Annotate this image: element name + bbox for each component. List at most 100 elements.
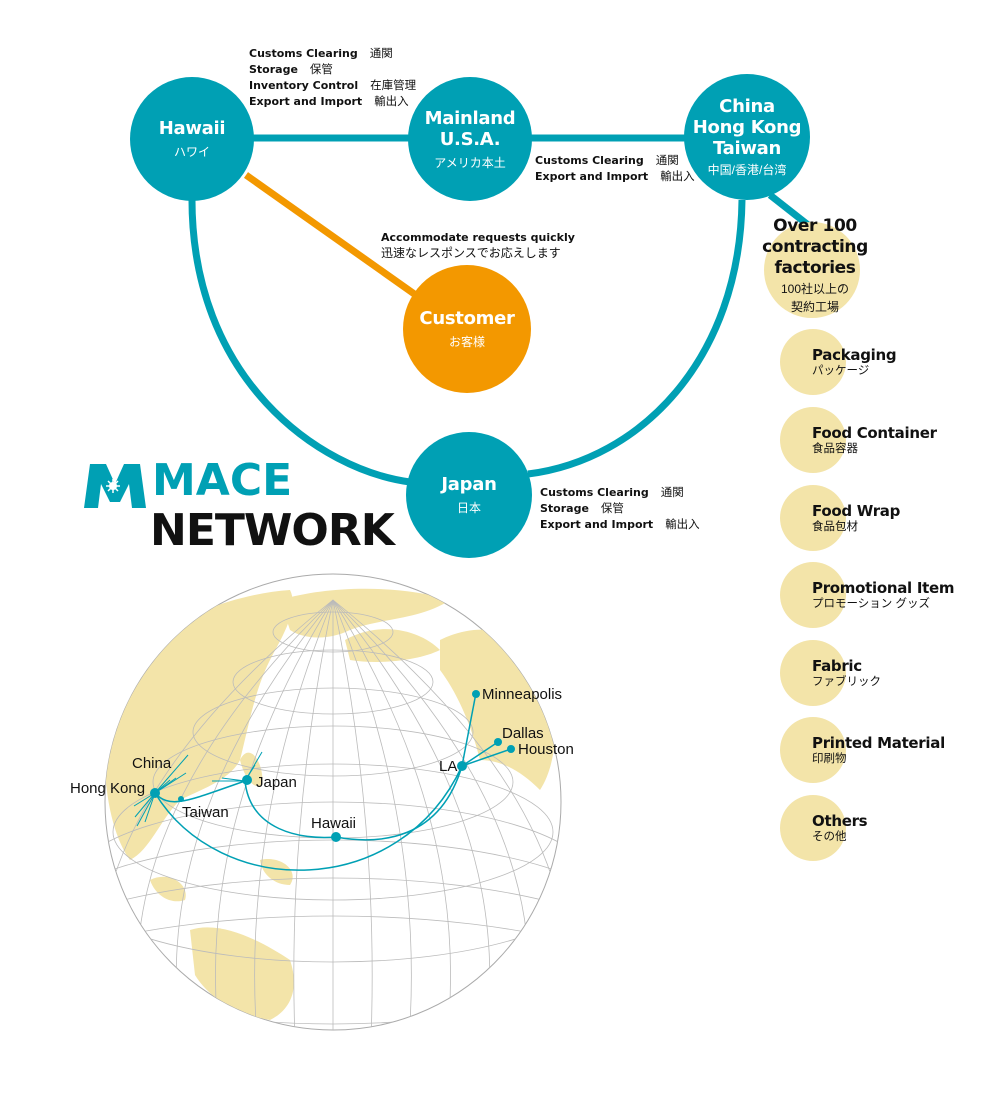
marker-taiwan (178, 796, 184, 802)
customer-note: Accommodate requests quickly 迅速なレスポンスでお応… (381, 230, 575, 261)
marker-hong-kong (150, 788, 160, 798)
hub-hawaii-name: Hawaii (158, 118, 226, 139)
hub-customer: Customer お客様 (403, 265, 531, 393)
category-circle (780, 795, 846, 861)
label-la: LA (439, 758, 457, 775)
hub-customer-jp: お客様 (448, 335, 485, 349)
label-china: China (132, 755, 172, 772)
hub-mainland-name-2: U.S.A. (439, 128, 501, 150)
category-packaging: Packaging パッケージ (812, 346, 897, 377)
link-hawaii-japan (188, 194, 411, 486)
logo-brand: MACE (152, 455, 293, 506)
marker-japan (242, 775, 252, 785)
label-hawaii: Hawaii (311, 815, 356, 832)
hub-mainland-usa: Mainland U.S.A. アメリカ本土 (408, 77, 532, 201)
land-new-guinea (260, 859, 293, 885)
marker-la (457, 761, 467, 771)
route-hk-japan (154, 780, 246, 803)
meridian-line (332, 599, 451, 1030)
land-asia (105, 590, 293, 860)
parallel-line (112, 763, 554, 901)
label-taiwan: Taiwan (182, 804, 229, 821)
customer-note-en: Accommodate requests quickly (381, 231, 575, 244)
link-hawaii-customer (243, 172, 423, 301)
hub-customer-name: Customer (419, 308, 515, 329)
landmasses (105, 588, 556, 1020)
route-la-dallas (461, 741, 499, 767)
meridian-line (254, 599, 334, 1030)
route-hk-la (154, 765, 463, 871)
label-dallas: Dallas (502, 725, 544, 742)
land-indonesia (150, 876, 186, 902)
marker-hawaii (331, 832, 341, 842)
route-japan-hawaii-la (244, 765, 463, 841)
parallel-line (152, 725, 514, 839)
japan-spokes (212, 751, 263, 782)
hub-asia-name-3: Taiwan (712, 138, 782, 159)
factories-line-3: factories (774, 258, 856, 278)
category-food-wrap: Food Wrap 食品包材 (812, 502, 901, 533)
parallel-line (192, 687, 474, 777)
hub-china-hk-taiwan: China Hong Kong Taiwan 中国/香港/台湾 (684, 74, 810, 200)
factories-jp-2: 契約工場 (790, 300, 839, 314)
meridian-line (293, 599, 334, 1030)
parallel-line (105, 839, 561, 1025)
city-markers (150, 690, 515, 842)
parallel-line (105, 877, 561, 1030)
land-siberia (280, 588, 450, 638)
hub-asia-jp: 中国/香港/台湾 (707, 163, 787, 177)
meridian-line (105, 599, 334, 1030)
hub-asia-name-1: China (719, 96, 775, 117)
category-circle (780, 562, 846, 628)
route-la-minneapolis (461, 692, 477, 767)
label-hong-kong: Hong Kong (70, 780, 145, 797)
land-australia (190, 927, 294, 1020)
hub-japan: Japan 日本 (406, 432, 532, 558)
factories-jp-1: 100社以上の (780, 282, 850, 296)
label-minneapolis: Minneapolis (482, 686, 562, 703)
factories-circle (764, 222, 860, 318)
parallel-line (232, 649, 434, 715)
meridian-line (332, 599, 412, 1030)
meridian-line (332, 599, 561, 1030)
meridian-line (215, 599, 334, 1030)
hub-japan-name: Japan (441, 474, 497, 495)
meridian-line (332, 599, 373, 1030)
meridian-line (332, 599, 491, 1030)
parallel-line (272, 611, 394, 653)
china-spokes (133, 754, 189, 827)
meridian-line (136, 599, 334, 1030)
land-kamchatka (345, 629, 440, 662)
hub-japan-jp: 日本 (456, 501, 481, 515)
hub-hawaii: Hawaii ハワイ (130, 77, 254, 201)
route-la-houston (461, 748, 512, 767)
hub-mainland-jp: アメリカ本土 (434, 155, 506, 170)
customer-note-jp: 迅速なレスポンスでお応えします (381, 246, 561, 260)
graticule (105, 599, 561, 1030)
category-printed-material: Printed Material 印刷物 (812, 734, 945, 765)
marker-houston (507, 745, 515, 753)
label-houston: Houston (518, 741, 574, 758)
factories-line-1: Over 100 (773, 216, 857, 236)
category-circle (780, 329, 846, 395)
marker-minneapolis (472, 690, 480, 698)
routes (133, 692, 512, 871)
hub-asia-name-2: Hong Kong (692, 117, 802, 138)
land-japan (240, 752, 263, 787)
category-circle (780, 485, 846, 551)
hub-mainland-name-1: Mainland (424, 107, 516, 129)
logo-subtitle: NETWORK (150, 505, 395, 556)
parallel-line (105, 801, 561, 963)
